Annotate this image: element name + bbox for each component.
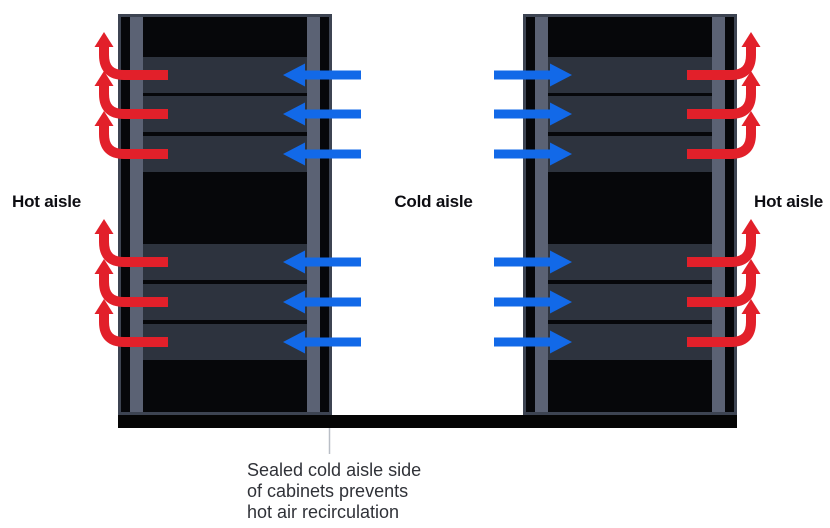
sealed-aisle-annotation: Sealed cold aisle side of cabinets preve… [247,460,421,523]
cold-aisle-label: Cold aisle [394,192,473,211]
hot-aisle-label-right: Hot aisle [754,192,824,211]
raised-floor [118,415,737,428]
annotation-line: hot air recirculation [247,502,400,522]
annotation-line: of cabinets prevents [247,481,409,501]
hot-aisle-label-left: Hot aisle [12,192,82,211]
annotation-line: Sealed cold aisle side [247,460,422,480]
